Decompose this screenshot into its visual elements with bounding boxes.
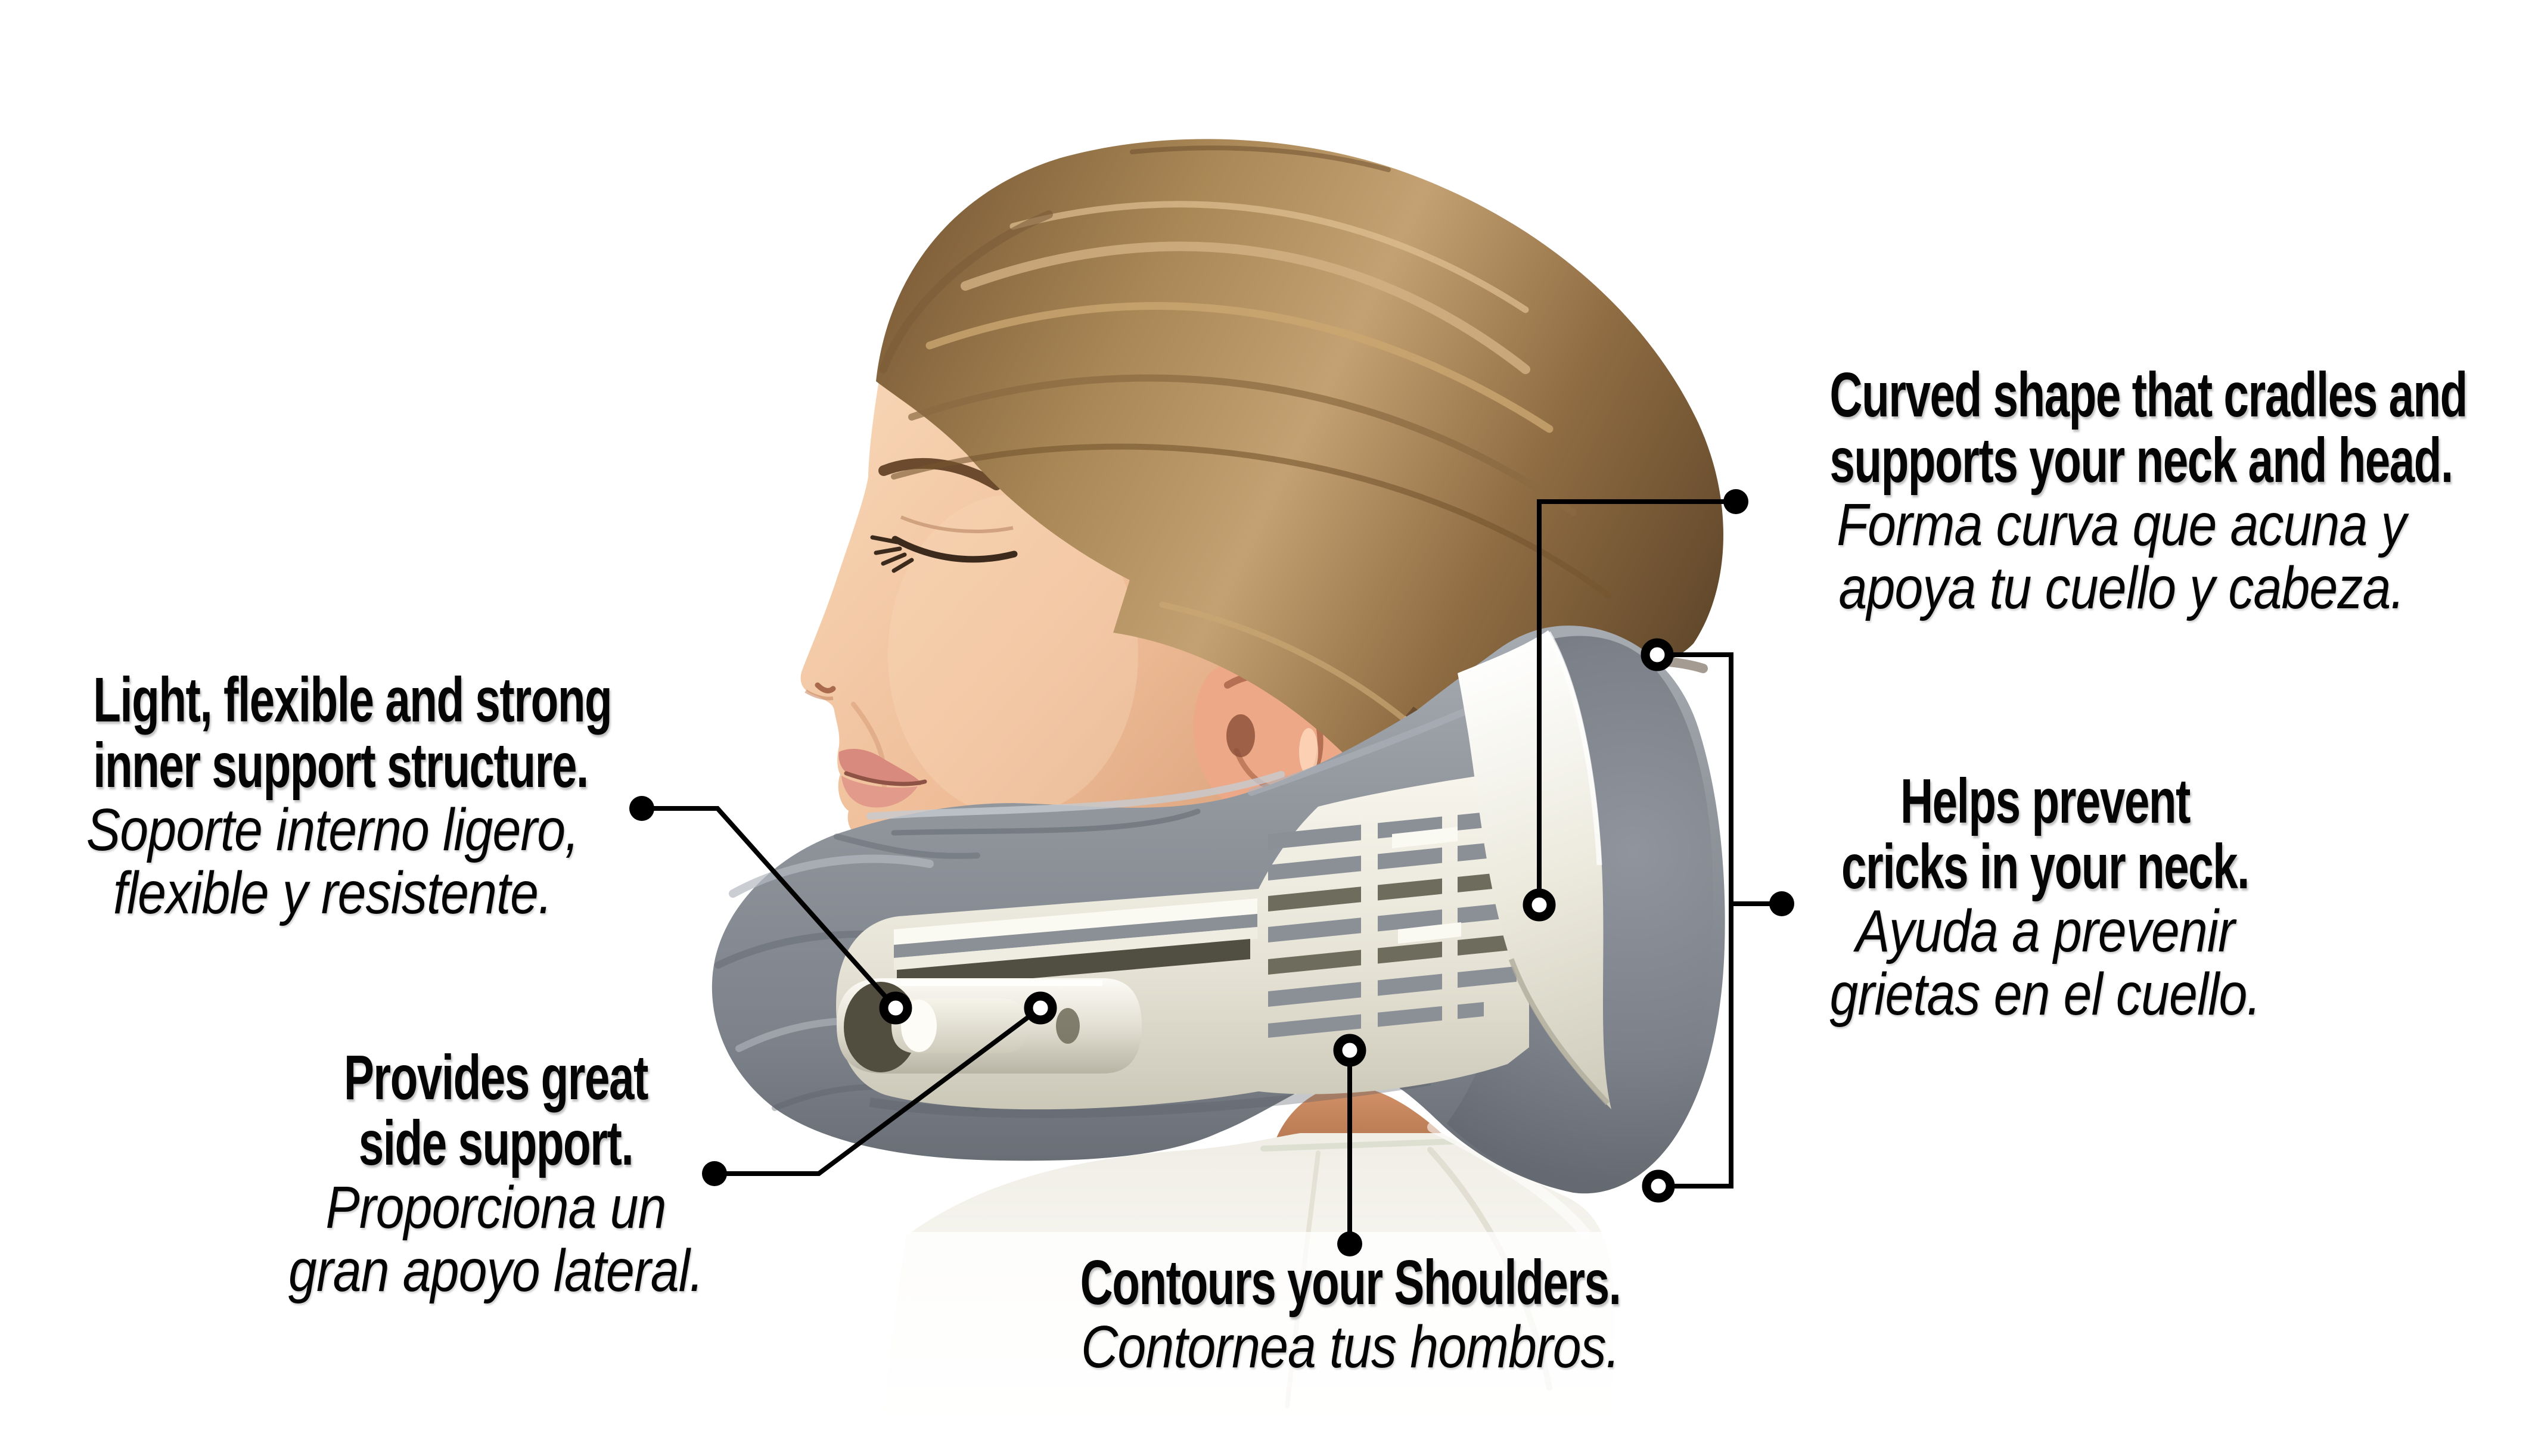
callout-curved-shape-es-1: Forma curva que acuna y xyxy=(1837,491,2406,558)
fin-shade xyxy=(1508,958,1610,1106)
ring-cricks-top xyxy=(1641,638,1674,671)
callout-rings xyxy=(879,638,1675,1203)
callout-shoulders-es-1: Contornea tus hombros. xyxy=(1081,1314,1620,1380)
callout-cricks: Helps prevent cricks in your neck. Ayuda… xyxy=(1747,769,2343,1026)
frame-rib-1 xyxy=(1361,804,1378,1066)
callout-curved-shape-en-2: supports your neck and head. xyxy=(1829,425,2453,496)
callout-side-support-es-2: gran apoyo lateral. xyxy=(288,1237,704,1304)
cheek-highlight xyxy=(888,494,1138,816)
caption-band xyxy=(864,1232,1847,1456)
lips xyxy=(838,749,927,808)
callout-side-support-en-1: Provides great xyxy=(343,1043,649,1113)
hair xyxy=(876,139,1723,711)
callout-side-support-en-2: side support. xyxy=(358,1108,634,1178)
fin-highlight xyxy=(1546,631,1602,866)
callout-connectors xyxy=(642,499,1782,1244)
frame-tab-1 xyxy=(1392,827,1458,848)
callout-shoulders-en-1: Contours your Shoulders. xyxy=(1080,1247,1621,1318)
ring-curved-shape xyxy=(1523,888,1556,922)
callout-cricks-en-2: cricks in your neck. xyxy=(1841,832,2250,902)
dot-shoulders xyxy=(1337,1231,1362,1256)
callout-inner-support-en-2: inner support structure. xyxy=(93,730,589,801)
frame-fin xyxy=(1458,630,1611,1109)
callout-inner-support-en-1: Light, flexible and strong xyxy=(93,665,612,735)
frame-tube xyxy=(837,978,1142,1074)
nostril xyxy=(815,682,836,693)
dot-side-support xyxy=(702,1161,727,1186)
frame-top-gap xyxy=(894,914,1257,958)
woman-head xyxy=(800,139,1723,850)
ring-shoulders xyxy=(1333,1034,1366,1067)
closed-eye xyxy=(870,515,1018,573)
callout-dots xyxy=(629,489,1794,1256)
frame-dark-slot xyxy=(897,939,1250,990)
hair-bang xyxy=(1113,572,1413,758)
callout-cricks-es-2: grietas en el cuello. xyxy=(1829,961,2261,1028)
nose-shadow xyxy=(804,689,834,701)
callout-cricks-es-1: Ayuda a prevenir xyxy=(1856,898,2235,965)
frame-top-band xyxy=(894,927,1257,970)
ring-cricks-bottom xyxy=(1642,1169,1675,1203)
ring-inner-support xyxy=(879,991,912,1025)
callout-curved-shape-es-2: apoya tu cuello y cabeza. xyxy=(1838,555,2404,621)
callout-inner-support-es-2: flexible y resistente. xyxy=(113,860,552,926)
connector-side-support xyxy=(714,1006,1042,1176)
connector-inner-support xyxy=(642,806,897,1010)
tube-hole xyxy=(1056,1008,1080,1044)
ring-side-support xyxy=(1024,991,1057,1025)
dot-cricks xyxy=(1769,891,1794,916)
callout-shoulders: Contours your Shoulders. Contornea tus h… xyxy=(933,1250,1767,1379)
callout-side-support: Provides great side support. Proporciona… xyxy=(198,1045,794,1302)
hair-strands xyxy=(879,145,1708,724)
connector-curved-shape xyxy=(1537,499,1736,905)
callout-curved-shape-en-1: Curved shape that cradles and xyxy=(1829,360,2468,430)
dot-curved-shape xyxy=(1723,489,1748,514)
frame-top-rim xyxy=(894,898,1257,945)
connector-cricks-bracket xyxy=(1657,652,1733,1189)
callout-curved-shape: Curved shape that cradles and supports y… xyxy=(1716,362,2527,620)
dot-inner-support xyxy=(629,796,654,821)
callout-side-support-es-1: Proporciona un xyxy=(325,1174,666,1241)
callout-inner-support: Light, flexible and strong inner support… xyxy=(0,667,665,925)
callout-cricks-en-1: Helps prevent xyxy=(1900,766,2191,836)
callout-inner-support-es-1: Soporte interno ligero, xyxy=(86,797,579,863)
frame-tab-2 xyxy=(1398,922,1461,944)
